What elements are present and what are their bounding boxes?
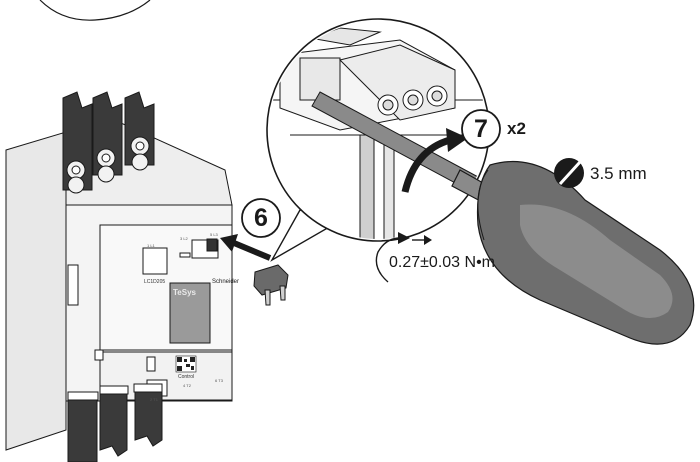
terminal-connector-plug (253, 264, 289, 306)
flat-blade-screwdriver-icon (554, 158, 584, 188)
brand-label: Schneider (212, 279, 240, 285)
zoom-detail (266, 18, 490, 262)
screwdriver (451, 161, 695, 345)
terminal-label: 2 T1 (150, 397, 158, 402)
terminal-label: 5 L3 (210, 232, 218, 237)
torque-arrow-icon (375, 232, 432, 283)
product-name: TeSys (173, 288, 196, 297)
terminal-label: 3 L2 (180, 236, 188, 241)
step-6-badge (241, 198, 281, 238)
top-power-terminals (62, 91, 155, 194)
blade-size-label: 3.5 mm (590, 164, 647, 183)
torque-label: 0.27±0.03 N•m (389, 254, 495, 271)
model-number: LC1D205 (144, 279, 166, 285)
step-6-number: 6 (254, 204, 268, 232)
bottom-power-terminals (67, 383, 163, 462)
terminal-label: 1 L1 (147, 243, 155, 248)
insert-arrow (220, 234, 272, 261)
step-7-number: 7 (474, 115, 488, 143)
previous-detail-circle (39, 0, 151, 21)
repeat-count: x2 (507, 119, 526, 138)
step-7-badge (461, 109, 501, 149)
terminal-label: 4 T2 (183, 383, 191, 388)
rotation-arrow-icon (401, 128, 468, 193)
qr-caption: Control (178, 374, 195, 380)
qr-code (175, 355, 197, 373)
terminal-label: 6 T3 (215, 378, 223, 383)
